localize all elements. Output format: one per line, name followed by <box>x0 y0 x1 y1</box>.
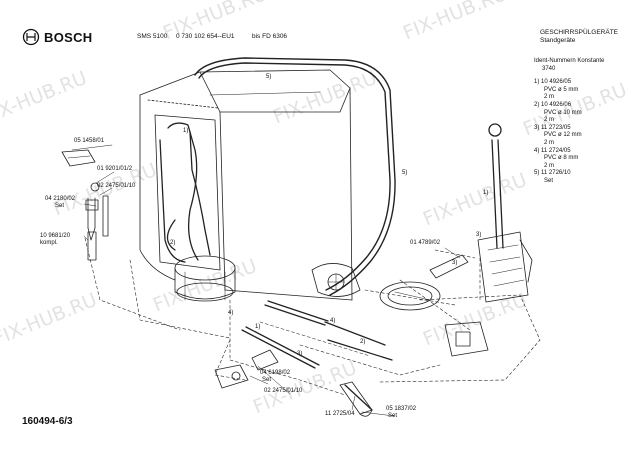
valve-assembly <box>444 321 489 357</box>
part-label: kompl. <box>40 240 58 246</box>
callout-2: 2) <box>360 339 366 345</box>
legend-num: 2) <box>534 101 540 108</box>
legend-len: 2 m <box>544 139 555 146</box>
callout-3: 3) <box>476 232 482 238</box>
legend-item: 2) 10 4926/06 PVC ø 10 mm 2 m <box>534 102 604 125</box>
fd-range: bis FD 6306 <box>252 33 288 40</box>
callout-5: 5) <box>402 170 408 176</box>
dashed-connections <box>84 237 541 396</box>
tube-connector <box>429 254 469 279</box>
part-label: 01 4789/02 <box>410 240 441 246</box>
category: GESCHIRRSPÜLGERÄTE <box>540 29 619 36</box>
leader-lines <box>71 144 461 417</box>
callout-5: 5) <box>266 74 272 80</box>
legend-ident: 10 4926/05 <box>541 79 572 86</box>
bottom-parts <box>214 349 373 417</box>
part-label: Set <box>262 377 272 383</box>
callout-2: 2) <box>170 240 176 246</box>
part-label: 04 2180/02 <box>45 196 76 202</box>
legend-item: 4) 11 2724/05 PVC ø 8 mm 2 m <box>534 148 604 171</box>
bosch-logo-icon <box>22 28 40 46</box>
part-label: Set <box>55 203 65 209</box>
legend-num: 3) <box>534 124 540 131</box>
legend: Ident-Nummern Konstante 3740 1) 10 4926/… <box>534 58 604 186</box>
callout-1: 1) <box>255 324 261 330</box>
callout-4: 4) <box>330 318 336 324</box>
legend-desc: PVC ø 8 mm <box>544 155 579 162</box>
part-label: 05 1458/01 <box>74 138 105 144</box>
callout-3: 3) <box>297 351 303 357</box>
part-label: 05 1837/02 <box>386 406 417 412</box>
legend-title: Ident-Nummern Konstante <box>534 58 605 64</box>
brand-name: BOSCH <box>44 30 93 45</box>
part-label: 11 2725/04 <box>325 411 355 417</box>
legend-item: 5) 11 2726/10 Set <box>534 170 604 185</box>
callout-3: 3) <box>452 260 458 266</box>
external-hoses <box>241 300 393 411</box>
model-number: SMS 5100 <box>137 33 168 40</box>
legend-num: 1) <box>534 79 540 86</box>
legend-item: 3) 11 2723/05 PVC ø 12 mm 2 m <box>534 125 604 148</box>
pump-assembly <box>174 255 236 302</box>
part-code: 0 730 102 654--EU1 <box>176 33 235 40</box>
legend-item: 1) 10 4926/05 PVC ø 5 mm 2 m <box>534 79 604 102</box>
subcategory: Standgeräte <box>540 37 576 44</box>
legend-ident: 11 2724/05 <box>541 147 571 154</box>
legend-len: 2 m <box>544 94 555 101</box>
legend-ident: 11 2726/10 <box>541 170 571 177</box>
legend-len: 2 m <box>544 162 555 169</box>
part-label: 01 9201/01/2 <box>97 166 133 172</box>
hose-5 <box>194 57 396 296</box>
legend-code: 3740 <box>542 65 556 72</box>
part-label: 10 9681/20 <box>40 233 71 239</box>
part-label: 02 2475/01/10 <box>97 183 136 189</box>
part-label: 02 2475/01/10 <box>264 388 303 394</box>
legend-ident: 11 2723/05 <box>541 124 571 131</box>
legend-desc: PVC ø 5 mm <box>544 86 579 93</box>
callout-4: 4) <box>228 310 234 316</box>
legend-len: 2 m <box>544 117 555 124</box>
legend-num: 5) <box>534 170 540 177</box>
vertical-hose-right <box>488 123 504 249</box>
legend-num: 4) <box>534 147 540 154</box>
internal-hoses <box>159 122 211 263</box>
legend-desc: PVC ø 10 mm <box>544 109 582 116</box>
tub-body <box>139 69 353 301</box>
left-parts <box>61 149 109 261</box>
hose-clamp-ring <box>379 281 441 311</box>
legend-desc: Set <box>544 177 554 184</box>
legend-desc: PVC ø 12 mm <box>544 132 582 139</box>
callout-1: 1) <box>183 128 189 134</box>
legend-ident: 10 4926/06 <box>541 101 572 108</box>
callout-1: 1) <box>483 190 489 196</box>
sheet-number: 160494-6/3 <box>22 416 73 427</box>
part-label: Set <box>388 413 398 419</box>
control-module <box>477 231 533 303</box>
part-label: 04 6198/02 <box>260 370 291 376</box>
circulation-pump <box>311 263 361 297</box>
